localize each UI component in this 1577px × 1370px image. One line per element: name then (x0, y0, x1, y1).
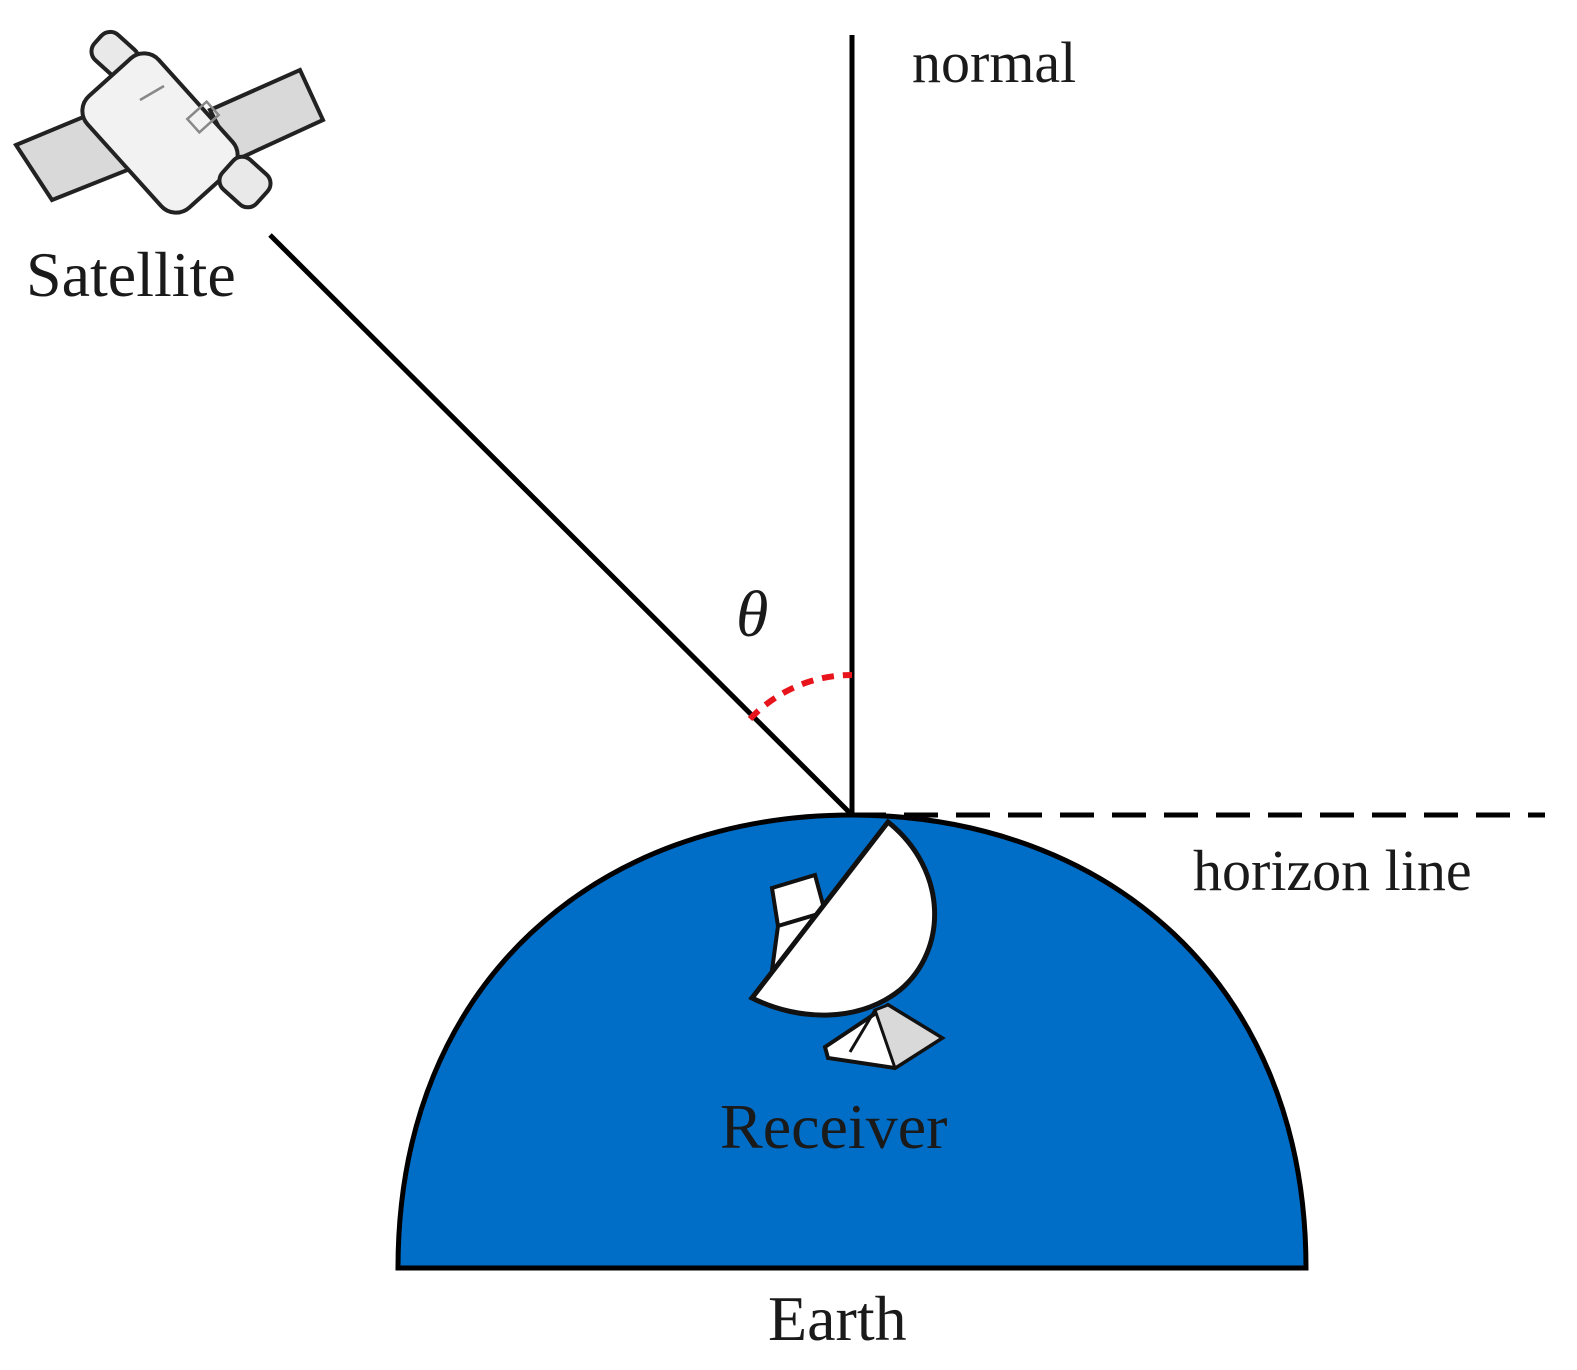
satellite-icon (13, 29, 326, 215)
receiver-label: Receiver (720, 1091, 947, 1162)
normal-label: normal (912, 30, 1076, 95)
satellite-dish-icon (748, 818, 946, 1071)
theta-label: θ (736, 578, 768, 651)
angle-arc (747, 671, 853, 722)
earth-label: Earth (768, 1283, 907, 1354)
satellite-sight-line (268, 233, 854, 817)
horizon-line-label: horizon line (1193, 838, 1472, 903)
satellite-label: Satellite (26, 239, 236, 310)
